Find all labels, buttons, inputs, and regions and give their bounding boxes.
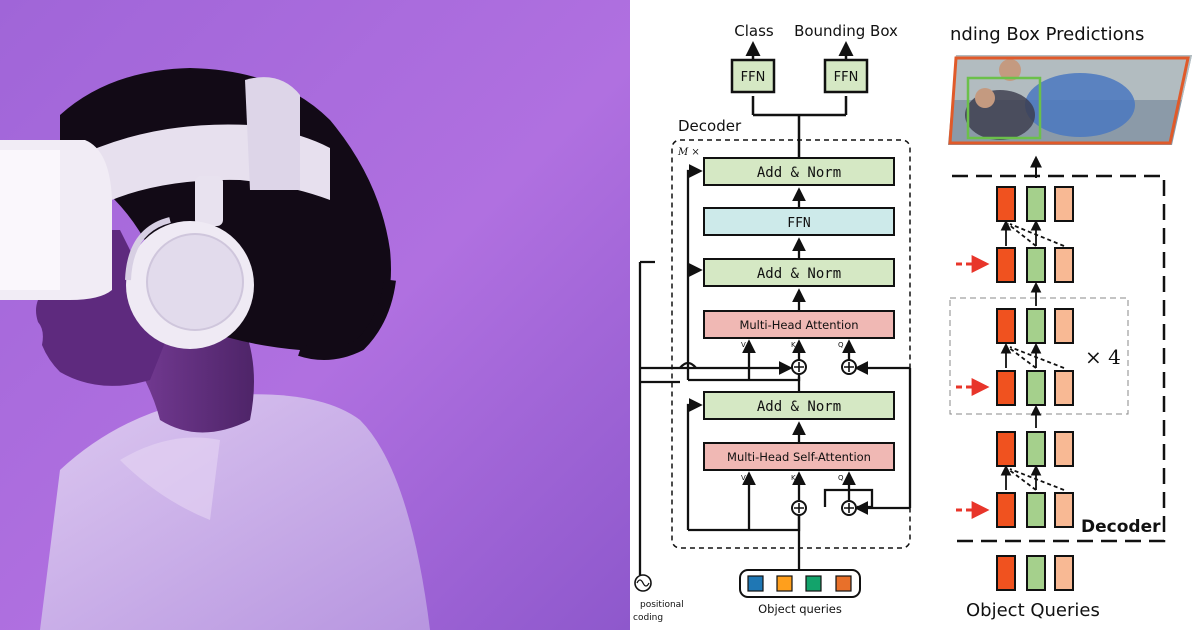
- repeat-x4-label: × 4: [1085, 345, 1121, 369]
- ffn-head-bbox: [823, 58, 869, 94]
- query-block: [1026, 555, 1046, 591]
- add-norm-low-block: [703, 391, 895, 420]
- query-token-4: [835, 575, 852, 592]
- query-token-1: [747, 575, 764, 592]
- query-block: [1054, 186, 1074, 222]
- decoder-label: Decoder: [1081, 517, 1161, 537]
- vr-photo-panel: [0, 0, 630, 630]
- attention-links: [1000, 219, 1065, 491]
- ffn-head-bbox-label: FFN: [834, 70, 859, 85]
- self-attention-block: [703, 442, 895, 471]
- ffn-head-class: [730, 58, 776, 94]
- query-block: [1026, 370, 1046, 406]
- query-block: [1026, 492, 1046, 528]
- query-block: [996, 555, 1016, 591]
- add-norm-top-block: [703, 157, 895, 186]
- object-queries-title: Object Queries: [966, 600, 1100, 621]
- ffn-block-label: FFN: [787, 216, 810, 231]
- query-block: [996, 186, 1016, 222]
- self-v-label: V: [741, 474, 746, 482]
- query-token-2: [776, 575, 793, 592]
- plus-nodes: [791, 359, 857, 516]
- query-block: [1054, 247, 1074, 283]
- query-block: [1054, 370, 1074, 406]
- query-block: [1026, 308, 1046, 344]
- query-block: [996, 308, 1016, 344]
- bbox-output-label: Bounding Box: [794, 22, 898, 40]
- cross-k-label: K: [791, 341, 796, 349]
- query-block: [1026, 247, 1046, 283]
- self-attention-label: Multi-Head Self-Attention: [727, 450, 871, 464]
- query-block: [1054, 308, 1074, 344]
- decoder-outer-frame: [952, 174, 1166, 543]
- ffn-block: [703, 207, 895, 236]
- decoder-frame: [671, 139, 911, 549]
- class-output-label: Class: [734, 22, 774, 40]
- add-norm-top-label: Add & Norm: [757, 165, 841, 181]
- right-decoder-diagram: nding Box Predictions × 4: [942, 0, 1200, 630]
- positional-label-2: coding: [633, 613, 663, 623]
- query-blocks: [996, 186, 1074, 591]
- add-norm-mid-label: Add & Norm: [757, 266, 841, 282]
- bbox-predictions-title: nding Box Predictions: [950, 24, 1144, 45]
- self-k-label: K: [791, 474, 796, 482]
- query-block: [996, 370, 1016, 406]
- query-block: [996, 247, 1016, 283]
- add-norm-low-label: Add & Norm: [757, 399, 841, 415]
- decoder-title: Decoder: [678, 117, 742, 135]
- ffn-head-class-label: FFN: [741, 70, 766, 85]
- query-block: [996, 492, 1016, 528]
- query-block: [1054, 431, 1074, 467]
- object-queries-box: [739, 569, 861, 598]
- red-arrows: [956, 255, 990, 519]
- query-block: [1054, 555, 1074, 591]
- cross-attention-block: [703, 310, 895, 339]
- positional-label-1: positional: [640, 600, 684, 610]
- query-block: [996, 431, 1016, 467]
- cross-q-label: Q: [838, 341, 844, 349]
- query-block: [1026, 186, 1046, 222]
- repeat-m-label: M ×: [677, 147, 700, 158]
- cross-attention-label: Multi-Head Attention: [739, 318, 858, 332]
- object-queries-label: Object queries: [758, 602, 842, 616]
- detr-decoder-diagram: Class Bounding Box FFN FFN Decoder M × A…: [630, 0, 942, 630]
- query-block: [1054, 492, 1074, 528]
- query-token-3: [805, 575, 822, 592]
- query-block: [1026, 431, 1046, 467]
- prediction-photo: [948, 55, 1192, 145]
- self-q-label: Q: [838, 474, 844, 482]
- cross-v-label: V: [741, 341, 746, 349]
